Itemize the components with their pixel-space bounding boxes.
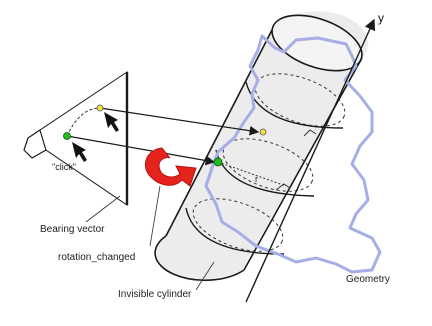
cursor-arrow-icon-2 [104, 112, 119, 132]
curved-arrow-icon [144, 147, 197, 187]
leader-cylinder [195, 261, 215, 291]
cylinder-bottom-arc [154, 235, 245, 282]
geometry-label: Geometry [346, 274, 390, 285]
click-label: "click" [52, 162, 76, 172]
cross-section-middle [222, 138, 314, 192]
invisible-cylinder [154, 11, 369, 282]
cylinder-body [156, 11, 369, 282]
leader-bearing [85, 195, 121, 223]
projected-point [96, 104, 104, 112]
cylinder-left-edge [165, 29, 273, 237]
bearing-vector-label: Bearing vector [40, 224, 105, 235]
image-plane [23, 71, 129, 206]
bearing-vector-upper [99, 107, 260, 136]
click-point [63, 132, 71, 140]
cylinder-drag-point [259, 128, 267, 136]
y-axis: y [245, 11, 384, 303]
leader-rotation [149, 185, 161, 247]
rotation-changed-label: rotation_changed [58, 252, 135, 263]
radius-label: r [255, 174, 258, 184]
radius-indicator: r [217, 129, 317, 191]
cross-section-lower-front [185, 207, 285, 255]
cross-section-upper [254, 73, 346, 127]
cursor-arrow-icon [72, 142, 87, 162]
cylinder-hit-point [213, 157, 223, 167]
y-axis-label: y [378, 11, 384, 25]
cross-section-lower [192, 198, 284, 252]
cylinder-right-edge [243, 57, 363, 271]
bearing-vector-lower [66, 135, 216, 166]
invisible-cylinder-label: Invisible cylinder [118, 289, 192, 300]
